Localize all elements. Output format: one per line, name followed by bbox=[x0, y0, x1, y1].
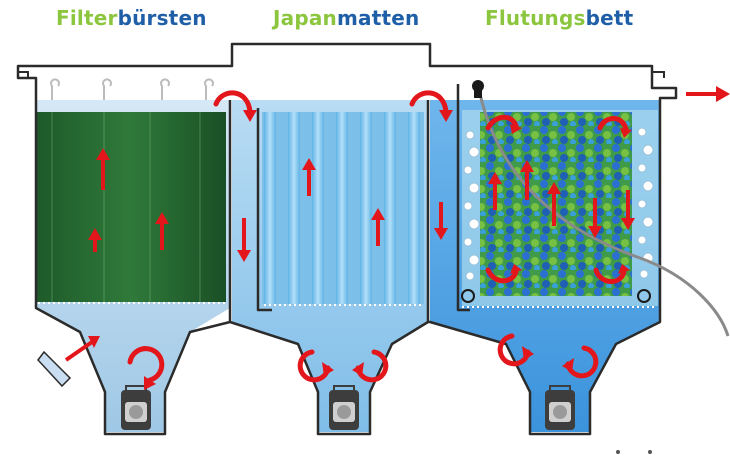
title-japanmatten-part1: Japan bbox=[273, 6, 337, 30]
inlet-pipe bbox=[37, 350, 72, 388]
japan-mat-slats bbox=[264, 112, 420, 304]
circulation-arrow-icon bbox=[485, 114, 519, 131]
title-filterbuersten-part1: Filter bbox=[56, 6, 118, 30]
flow-arrows bbox=[64, 86, 730, 390]
lid-handles bbox=[18, 71, 665, 78]
title-flutungsbett-part2: bett bbox=[585, 6, 634, 30]
circulation-arrow-icon bbox=[597, 116, 629, 133]
tank-outline bbox=[16, 42, 678, 436]
title-japanmatten-part2: matten bbox=[337, 6, 420, 30]
aerator-left bbox=[461, 289, 475, 303]
tank-chamber-3 bbox=[430, 100, 660, 432]
ground-marks bbox=[616, 450, 652, 454]
title-flutungsbett-part1: Flutungs bbox=[485, 6, 586, 30]
circulation-arrow-icon bbox=[485, 267, 519, 284]
air-bubbles-right bbox=[637, 127, 654, 279]
drain-valve-3 bbox=[545, 385, 575, 430]
air-bubbles-left bbox=[463, 130, 480, 281]
title-filterbuersten-part2: bürsten bbox=[117, 6, 207, 30]
title-filterbuersten: Filterbürsten bbox=[56, 6, 207, 30]
circulation-arrow-icon bbox=[127, 346, 165, 383]
overflow-arrow-icon bbox=[213, 90, 253, 115]
brush-hangers bbox=[50, 78, 214, 100]
drain-valves bbox=[121, 385, 575, 430]
air-hose bbox=[472, 80, 730, 337]
tank-chamber-1 bbox=[36, 78, 230, 432]
drain-valve-1 bbox=[121, 385, 151, 430]
title-japanmatten: Japanmatten bbox=[273, 6, 419, 30]
filter-brush-media bbox=[36, 112, 226, 302]
tank-chamber-2 bbox=[232, 100, 428, 432]
circulation-arrow-icon bbox=[593, 267, 627, 284]
drain-valve-2 bbox=[329, 385, 359, 430]
aerator-right bbox=[637, 289, 651, 303]
overflow-arrow-icon bbox=[409, 90, 449, 115]
title-flutungsbett: Flutungsbett bbox=[485, 6, 633, 30]
arrow-inlet-icon bbox=[64, 340, 94, 362]
